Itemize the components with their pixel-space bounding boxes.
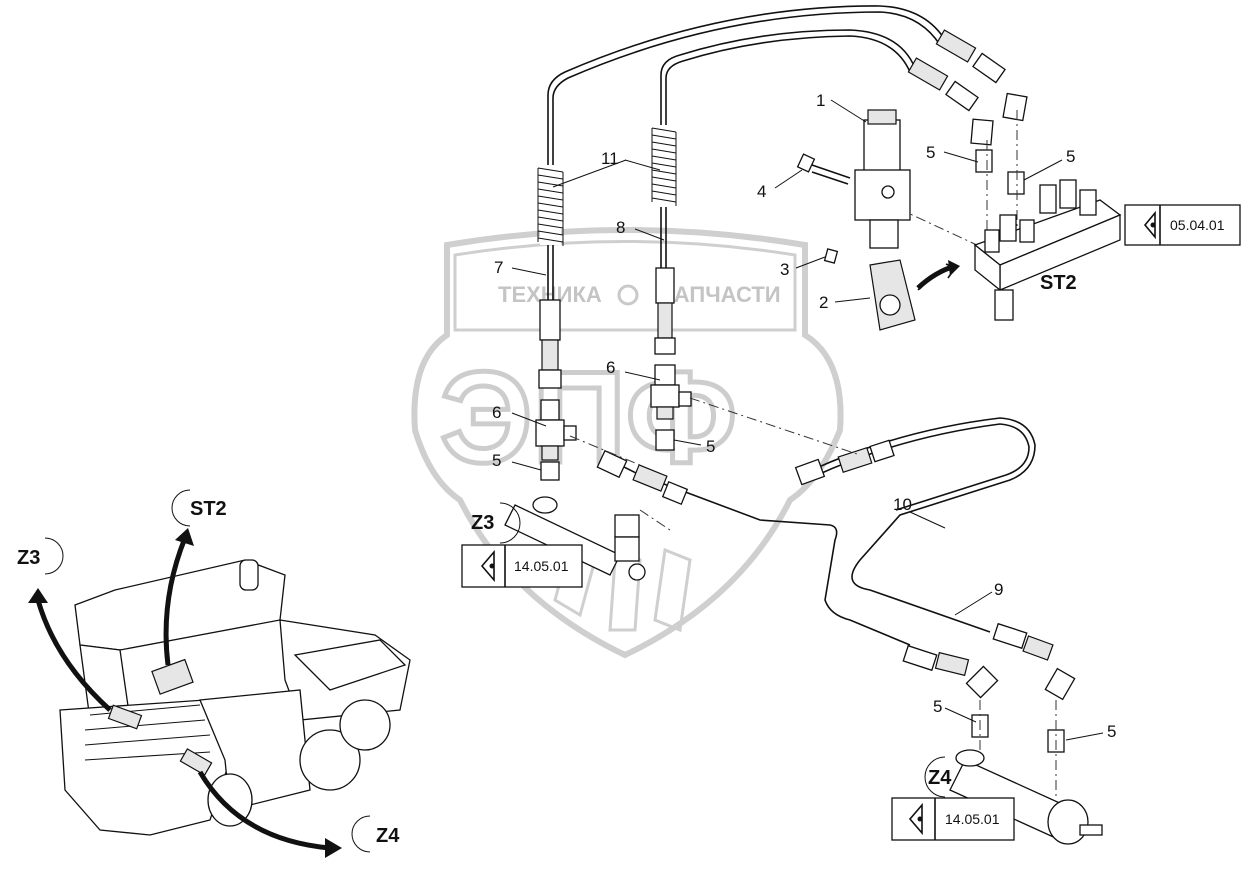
callout-8: 8: [616, 218, 625, 237]
callout-1: 1: [816, 91, 825, 110]
cylinder-z3: [504, 496, 646, 581]
callout-9: 9: [994, 580, 1003, 599]
spring-guard-right: [651, 125, 677, 207]
adapter-fittings: [971, 149, 1065, 753]
view-ref-st2-label: 05.04.01: [1170, 217, 1225, 233]
overview-zone-st2: ST2: [171, 489, 227, 527]
view-ref-z4-label: 14.05.01: [945, 811, 1000, 827]
callout-5-z4-left: 5: [933, 697, 942, 716]
callout-5-valve-right: 5: [1066, 147, 1075, 166]
svg-text:Z4: Z4: [928, 767, 952, 789]
zone-marker-z3: Z3: [471, 502, 521, 544]
callout-5-valve-left: 5: [926, 143, 935, 162]
overview-zone-z3: Z3: [17, 537, 64, 575]
callout-4: 4: [757, 182, 766, 201]
view-reference-z4: 14.05.01: [891, 797, 1015, 841]
overview-zone-z4: Z4: [351, 815, 400, 853]
view-reference-st2: 05.04.01: [1124, 204, 1241, 246]
callout-3: 3: [780, 260, 789, 279]
view-reference-z3: 14.05.01: [461, 544, 583, 588]
callout-5-left-tee: 5: [492, 451, 501, 470]
leader-lines: [511, 99, 1104, 741]
overview-arrows: [28, 260, 960, 858]
watermark-big-text: ЭПФ: [440, 344, 737, 490]
bolt: [796, 153, 851, 185]
fitting-stack-left: [535, 299, 577, 481]
svg-text:Z3: Z3: [471, 512, 494, 534]
plug: [823, 248, 839, 264]
watermark-shield: ТЕХНИКА ЗАПЧАСТИ ЭПФ: [411, 227, 844, 659]
watermark-gear-icon: [617, 284, 639, 306]
spring-guard-left: [537, 165, 564, 246]
zone-label-st2: ST2: [1040, 272, 1077, 294]
svg-text:Z4: Z4: [376, 825, 400, 847]
svg-text:Z3: Z3: [17, 547, 40, 569]
seal-kit: [869, 259, 958, 331]
callout-numbers: 1 2 3 4 5 5 5 5 5 5 6 6 7 8 9 10 11: [492, 91, 1116, 741]
arrow-right-icon: [325, 838, 342, 858]
callout-7: 7: [494, 258, 503, 277]
arrow-up-icon: [175, 528, 194, 546]
solenoid-valve: [854, 109, 911, 249]
callout-5-z4-right: 5: [1107, 722, 1116, 741]
valve-block-st2: [973, 179, 1122, 321]
watermark-text-right: ЗАПЧАСТИ: [660, 282, 781, 307]
callout-6-left: 6: [492, 403, 501, 422]
callout-5-right-tee: 5: [706, 437, 715, 456]
callout-11: 11: [601, 149, 619, 168]
callout-6-right: 6: [606, 358, 615, 377]
zone-marker-z4: Z4: [924, 756, 952, 798]
hose-end-fittings-top: [907, 29, 1028, 146]
svg-text:ST2: ST2: [190, 498, 227, 520]
callout-2: 2: [819, 293, 828, 312]
view-ref-z3-label: 14.05.01: [514, 558, 569, 574]
overview-machine: [59, 559, 411, 836]
callout-10: 10: [893, 495, 912, 514]
hose-fittings-9-10: [596, 439, 1076, 701]
hose-loops: [547, 5, 946, 165]
arrow-right-icon: [948, 260, 960, 276]
arrow-up-icon: [28, 588, 48, 603]
